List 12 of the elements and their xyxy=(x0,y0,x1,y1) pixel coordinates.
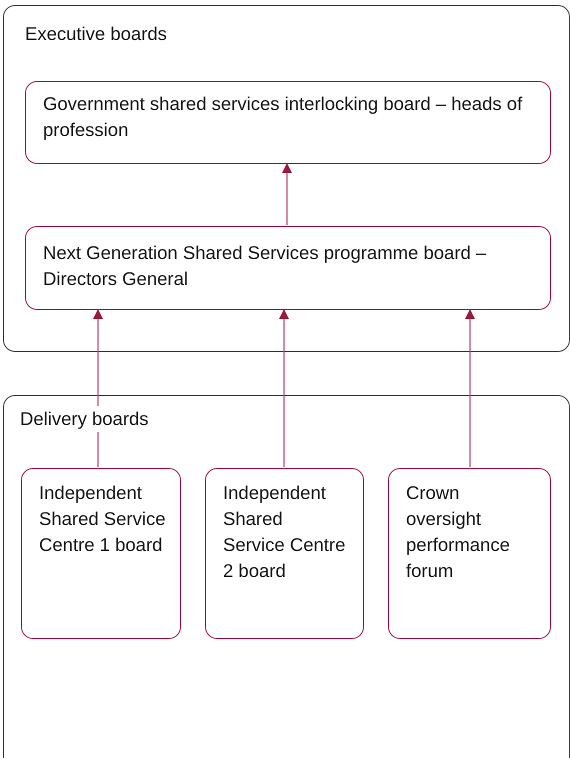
board-box xyxy=(388,468,551,639)
group-heading: Delivery boards xyxy=(20,406,149,432)
board-box xyxy=(25,81,551,164)
group-panel xyxy=(3,395,570,758)
arrow xyxy=(93,309,103,467)
group-panel xyxy=(3,5,570,352)
arrow xyxy=(279,309,289,467)
arrow xyxy=(282,163,292,225)
board-box xyxy=(205,468,364,639)
arrow xyxy=(465,309,475,467)
board-box xyxy=(21,468,181,639)
board-box xyxy=(25,226,551,310)
